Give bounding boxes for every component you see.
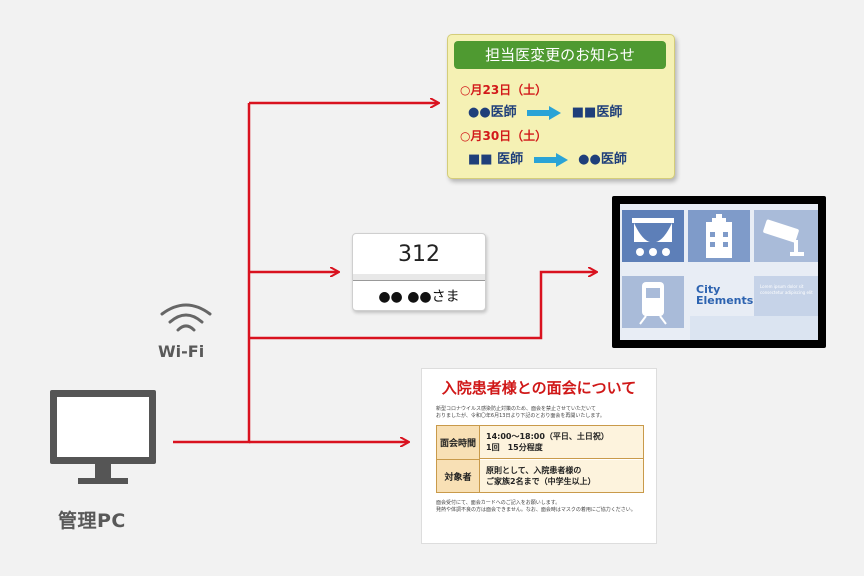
poster-intro: おりましたが、令和〇年6月13日より下記のとおり面会を再開いたします。 — [436, 413, 605, 419]
from-doctor: ●●医師 — [468, 105, 517, 120]
wifi-label: Wi-Fi — [158, 342, 205, 361]
trunk-line — [173, 103, 251, 444]
signage-caption: Lorem ipsum dolor sit — [760, 284, 804, 289]
poster-note: 面会受付にて、面会カードへのご記入をお願いします。 — [436, 500, 561, 506]
notice-change-row: ●●医師 ■■医師 — [468, 101, 622, 120]
table-row-label: 対象者 — [437, 460, 480, 492]
city-footer-tile — [690, 316, 818, 340]
wire-to-signage — [249, 272, 596, 340]
doctor-change-notice: 担当医変更のお知らせ ○月23日（土） ●●医師 ■■医師 ○月30日（土） ■… — [447, 34, 675, 179]
visitation-table: 面会時間 14:00〜18:00（平日、土日祝） 1回 15分程度 対象者 原則… — [436, 425, 644, 493]
wifi-icon — [160, 303, 212, 332]
signage-title: City Elements — [696, 284, 753, 306]
visitation-poster: 入院患者様との面会について 新型コロナウイルス感染防止対策のため、面会を禁止させ… — [421, 368, 657, 544]
signage-title-line: Elements — [696, 294, 754, 307]
table-cell-line: 原則として、入院患者様の — [486, 466, 582, 475]
city-image-tile — [754, 276, 818, 316]
security-camera-icon — [763, 219, 804, 256]
from-doctor: ■■ 医師 — [468, 152, 524, 167]
notice-title: 担当医変更のお知らせ — [454, 41, 666, 69]
poster-intro: 新型コロナウイルス感染防止対策のため、面会を禁止させていただいて — [436, 406, 596, 412]
notice-date: ○月23日（土） — [460, 83, 548, 97]
arrow-right-icon — [527, 105, 562, 120]
hospital-tile — [688, 210, 750, 262]
train-icon — [639, 282, 667, 325]
table-row-value: 14:00〜18:00（平日、土日祝） 1回 15分程度 — [480, 426, 643, 459]
plate-divider — [353, 274, 485, 280]
signage-screen: City Elements Lorem ipsum dolor sit cons… — [620, 204, 818, 340]
train-tile — [622, 276, 684, 328]
table-cell-line: ご家族2名まで（中学生以上） — [486, 477, 596, 486]
theater-tile — [622, 210, 684, 262]
hospital-building-icon — [706, 214, 732, 258]
digital-signage: City Elements Lorem ipsum dolor sit cons… — [612, 196, 826, 348]
theater-icon — [632, 218, 674, 256]
pc-label: 管理PC — [58, 510, 126, 532]
poster-note: 発熱や体調不良の方は面会できません。なお、面会時はマスクの着用にご協力ください。 — [436, 507, 636, 513]
table-cell-line: 1回 15分程度 — [486, 443, 543, 452]
patient-name: ●● ●●さま — [378, 289, 460, 305]
camera-tile — [754, 210, 818, 262]
table-cell-line: 14:00〜18:00（平日、土日祝） — [486, 432, 609, 441]
plate-divider-line — [353, 280, 485, 281]
poster-title: 入院患者様との面会について — [441, 379, 637, 397]
notice-date: ○月30日（土） — [460, 129, 548, 143]
to-doctor: ■■医師 — [571, 105, 623, 120]
notice-change-row: ■■ 医師 ●●医師 — [468, 148, 627, 167]
table-row-value: 原則として、入院患者様の ご家族2名まで（中学生以上） — [480, 460, 643, 492]
arrow-right-icon — [533, 152, 568, 167]
table-row-label: 面会時間 — [437, 426, 480, 460]
monitor-icon — [50, 390, 156, 484]
room-nameplate: 312 ●● ●●さま — [352, 233, 486, 311]
to-doctor: ●●医師 — [578, 152, 627, 167]
signage-title-line: City — [696, 283, 721, 296]
signage-caption: consectetur adipiscing elit — [760, 290, 813, 295]
room-number: 312 — [398, 242, 440, 267]
